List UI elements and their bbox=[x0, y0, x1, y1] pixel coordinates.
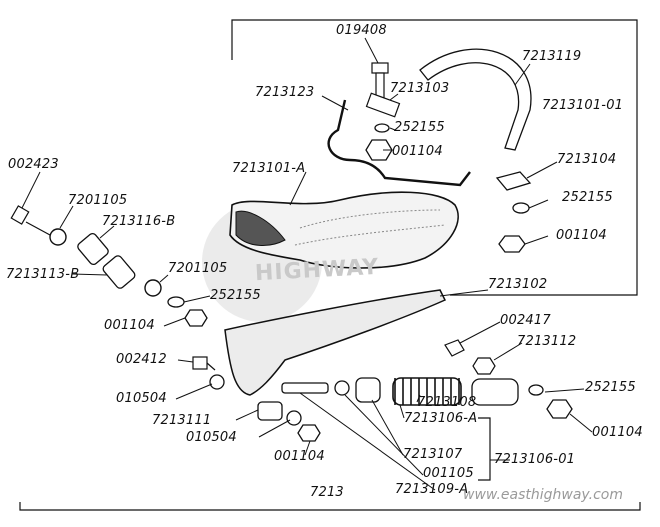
nut-001104-top bbox=[365, 139, 393, 161]
washer-252155-right bbox=[512, 202, 530, 214]
bolt-7213109-a bbox=[281, 382, 329, 394]
label-010504-b: 010504 bbox=[186, 430, 237, 445]
label-7201105-b: 7201105 bbox=[168, 261, 228, 276]
label-7213111: 7213111 bbox=[152, 413, 212, 428]
label-001104-left: 001104 bbox=[104, 318, 155, 333]
washer-010504-a bbox=[209, 374, 225, 390]
label-7213123: 7213123 bbox=[255, 85, 315, 100]
washer-252155-left bbox=[167, 296, 185, 308]
label-7213113-b: 7213113-B bbox=[6, 267, 80, 282]
spring-7213108 bbox=[392, 377, 462, 406]
washer-010504-b bbox=[286, 410, 302, 426]
saddle-7213101-a bbox=[229, 191, 459, 269]
washer-7201105-b bbox=[144, 279, 162, 297]
label-002412: 002412 bbox=[116, 352, 167, 367]
label-7213116-b: 7213116-B bbox=[102, 214, 176, 229]
label-7213: 7213 bbox=[310, 485, 344, 500]
clamp-7213103 bbox=[365, 92, 401, 118]
plate-7213104 bbox=[495, 171, 532, 191]
label-7213103: 7213103 bbox=[390, 81, 450, 96]
label-001104-bottom-right: 001104 bbox=[592, 425, 643, 440]
label-7213106-a: 7213106-A bbox=[404, 411, 478, 426]
label-252155-left: 252155 bbox=[210, 288, 261, 303]
leader-lines bbox=[21, 37, 593, 491]
nut-001104-bottom bbox=[297, 424, 321, 442]
label-002417: 002417 bbox=[500, 313, 551, 328]
label-7201105-a: 7201105 bbox=[68, 193, 128, 208]
label-001104-bottom: 001104 bbox=[274, 449, 325, 464]
label-001104-top: 001104 bbox=[392, 144, 443, 159]
nut-7213112 bbox=[472, 357, 496, 375]
label-002423: 002423 bbox=[8, 157, 59, 172]
label-7213108: 7213108 bbox=[417, 395, 477, 410]
watermark-site-url: www.easthighway.com bbox=[463, 487, 623, 503]
label-7213107: 7213107 bbox=[403, 447, 463, 462]
group-bracket-7213 bbox=[19, 502, 641, 511]
washer-252155-bottom-right bbox=[528, 384, 544, 396]
label-019408: 019408 bbox=[336, 23, 387, 38]
label-7213101-01: 7213101-01 bbox=[542, 98, 624, 113]
label-001104-right: 001104 bbox=[556, 228, 607, 243]
bushing-7213107 bbox=[355, 377, 381, 403]
nut-001104-bottom-right bbox=[546, 399, 573, 419]
nut-001104-left bbox=[184, 309, 208, 327]
washer-252155-top bbox=[374, 123, 390, 133]
label-7213106-01: 7213106-01 bbox=[494, 452, 576, 467]
group-bracket-7213101-01 bbox=[231, 19, 638, 296]
washer-001105 bbox=[334, 380, 350, 396]
label-7213119: 7213119 bbox=[522, 49, 582, 64]
group-bracket-7213106-01 bbox=[478, 417, 491, 481]
spring-wire-7213123 bbox=[327, 99, 471, 187]
label-252155-bottom-right: 252155 bbox=[585, 380, 636, 395]
label-7213102: 7213102 bbox=[488, 277, 548, 292]
label-010504-a: 010504 bbox=[116, 391, 167, 406]
label-7213101-a: 7213101-A bbox=[232, 161, 306, 176]
label-7213109-a: 7213109-A bbox=[395, 482, 469, 497]
rail-7213119 bbox=[419, 48, 532, 151]
label-7213112: 7213112 bbox=[517, 334, 577, 349]
washer-7201105-a bbox=[49, 228, 67, 246]
bolt-002417 bbox=[444, 339, 465, 357]
label-001105: 001105 bbox=[423, 466, 474, 481]
sleeve-7213106-a bbox=[471, 378, 519, 406]
nut-001104-right bbox=[498, 235, 526, 253]
label-252155-right: 252155 bbox=[562, 190, 613, 205]
bushing-7213111 bbox=[257, 401, 283, 421]
label-252155-top: 252155 bbox=[394, 120, 445, 135]
arm-7213102 bbox=[224, 289, 447, 396]
bolt-002423 bbox=[10, 205, 51, 236]
label-7213104: 7213104 bbox=[557, 152, 617, 167]
sleeve-7213116-b bbox=[77, 232, 109, 266]
bolt-002412 bbox=[192, 356, 216, 371]
sleeve-7213113-b bbox=[102, 255, 136, 289]
